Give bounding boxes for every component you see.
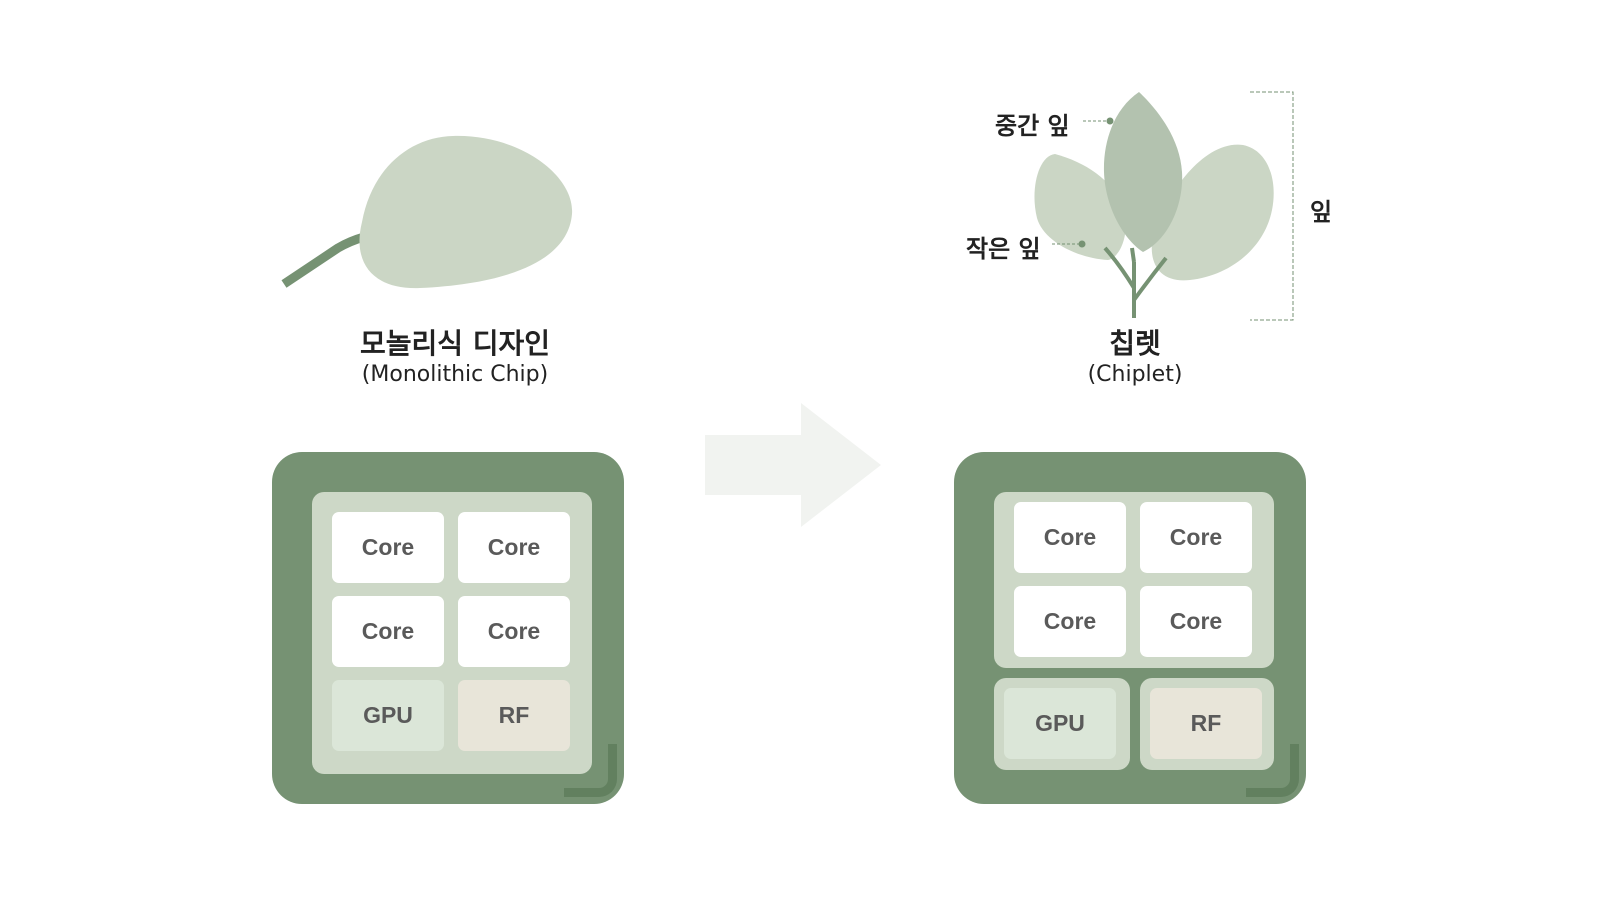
core-block: Core [332, 596, 444, 667]
monolithic-title: 모놀리식 디자인 [359, 327, 551, 360]
multi-leaf-illustration [1034, 91, 1294, 321]
monolithic-chip: Core Core Core Core GPU RF [272, 452, 624, 804]
rf-block: RF [458, 680, 570, 751]
gpu-block: GPU [1004, 688, 1116, 759]
core-block: Core [332, 512, 444, 583]
monolithic-subtitle: (Monolithic Chip) [361, 362, 549, 387]
arrow-right-icon [705, 403, 881, 527]
gpu-chiplet: GPU [994, 678, 1130, 770]
rf-block: RF [1150, 688, 1262, 759]
single-leaf-illustration [281, 135, 573, 289]
core-block: Core [1140, 586, 1252, 657]
chiplet-chip: Core Core Core Core GPU RF [954, 452, 1306, 804]
chip-corner-mark [1246, 744, 1299, 797]
leaf-label: 잎 [1310, 198, 1333, 226]
chiplet-title: 칩렛 [1109, 327, 1161, 360]
core-block: Core [458, 596, 570, 667]
core-block: Core [1014, 502, 1126, 573]
core-block: Core [458, 512, 570, 583]
small-leaf-label: 작은 잎 [966, 235, 1041, 263]
middle-leaf-label: 중간 잎 [995, 112, 1070, 140]
core-chiplet: Core Core Core Core [994, 492, 1274, 668]
core-block: Core [1014, 586, 1126, 657]
gpu-block: GPU [332, 680, 444, 751]
chip-corner-mark [564, 744, 617, 797]
monolithic-die: Core Core Core Core GPU RF [312, 492, 592, 774]
chiplet-subtitle: (Chiplet) [1087, 362, 1183, 387]
core-block: Core [1140, 502, 1252, 573]
